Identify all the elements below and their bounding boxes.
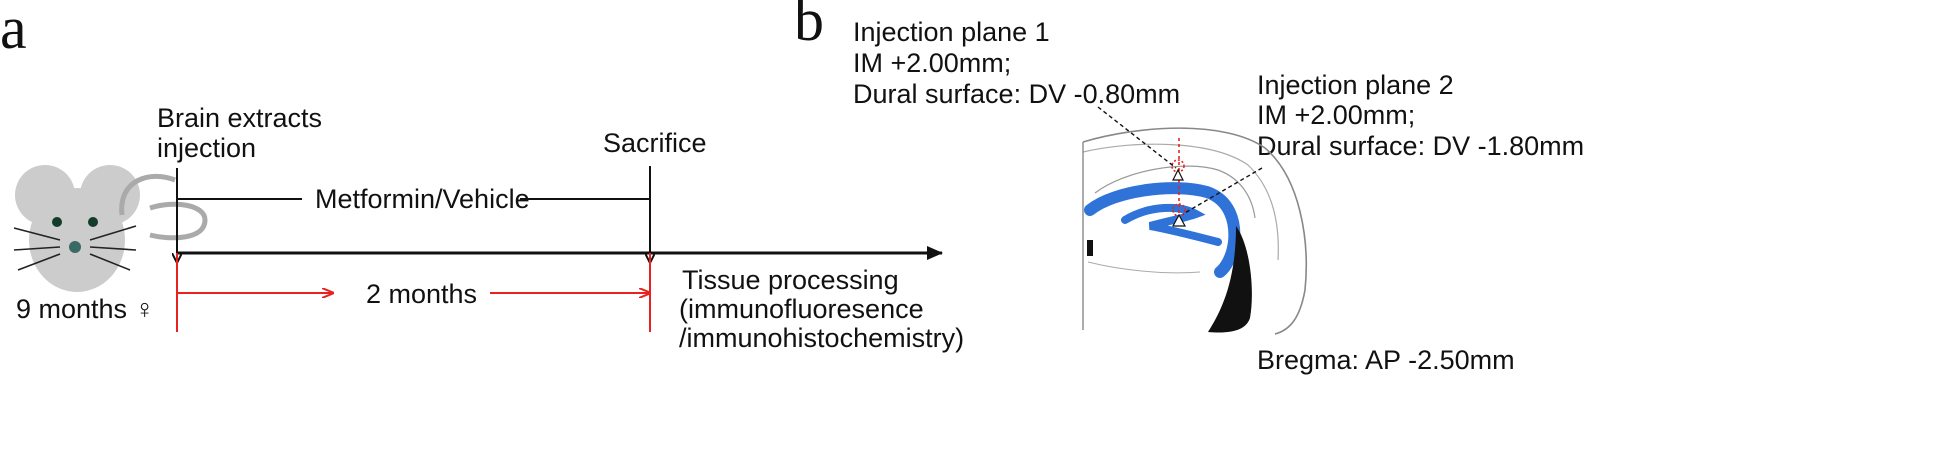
mouse-left-eye — [52, 217, 62, 227]
mouse-whiskers — [13, 225, 137, 271]
sacrifice-label: Sacrifice — [603, 128, 707, 158]
plane2-line3: Dural surface: DV -1.80mm — [1257, 131, 1584, 161]
treatment-label: Metformin/Vehicle — [315, 184, 530, 214]
brain-section — [1082, 106, 1308, 335]
brain-outer-contour — [1082, 127, 1308, 335]
plane1-line1: Injection plane 1 — [853, 17, 1050, 47]
plane1-line2: IM +2.00mm; — [853, 48, 1011, 78]
thalamus-contour — [1087, 261, 1201, 274]
age-label: 9 months ♀ — [16, 294, 155, 324]
panel-a-label: a — [0, 0, 27, 61]
hippocampus-dentate-gyrus — [1121, 203, 1222, 246]
brain-cortex-contour — [1082, 143, 1279, 261]
mouse-tail — [119, 173, 208, 241]
plane2-line1: Injection plane 2 — [1257, 70, 1454, 100]
corpus-callosum — [1094, 165, 1256, 219]
plane2-leader — [1182, 167, 1263, 215]
mouse-right-eye — [88, 217, 98, 227]
panel-b: b Injection plane 1 IM +2.00mm; Dural su… — [794, 0, 1584, 375]
bregma-label: Bregma: AP -2.50mm — [1257, 345, 1515, 375]
panel-a: a 9 months ♀ Brain extracts injection — [0, 0, 964, 353]
plane1-line3: Dural surface: DV -0.80mm — [853, 79, 1180, 109]
processing-line3: /immunohistochemistry) — [679, 323, 964, 353]
dark-tract-region — [1208, 226, 1252, 333]
mouse-illustration — [13, 165, 208, 292]
hippocampus-ca-field — [1084, 182, 1241, 278]
plane1-leader — [1097, 106, 1177, 169]
injection-marker-1 — [1172, 168, 1184, 181]
lateral-ventricle — [1087, 240, 1093, 256]
injection-marker-2 — [1171, 213, 1187, 227]
plane2-line2: IM +2.00mm; — [1257, 100, 1415, 130]
duration-label: 2 months — [366, 279, 477, 309]
mouse-nose — [69, 241, 81, 253]
panel-b-label: b — [794, 0, 824, 53]
processing-line2: (immunofluoresence — [679, 294, 924, 324]
processing-line1: Tissue processing — [682, 265, 899, 295]
injection-label-line2: injection — [157, 133, 256, 163]
mouse-head — [29, 188, 125, 292]
injection-label-line1: Brain extracts — [157, 103, 322, 133]
